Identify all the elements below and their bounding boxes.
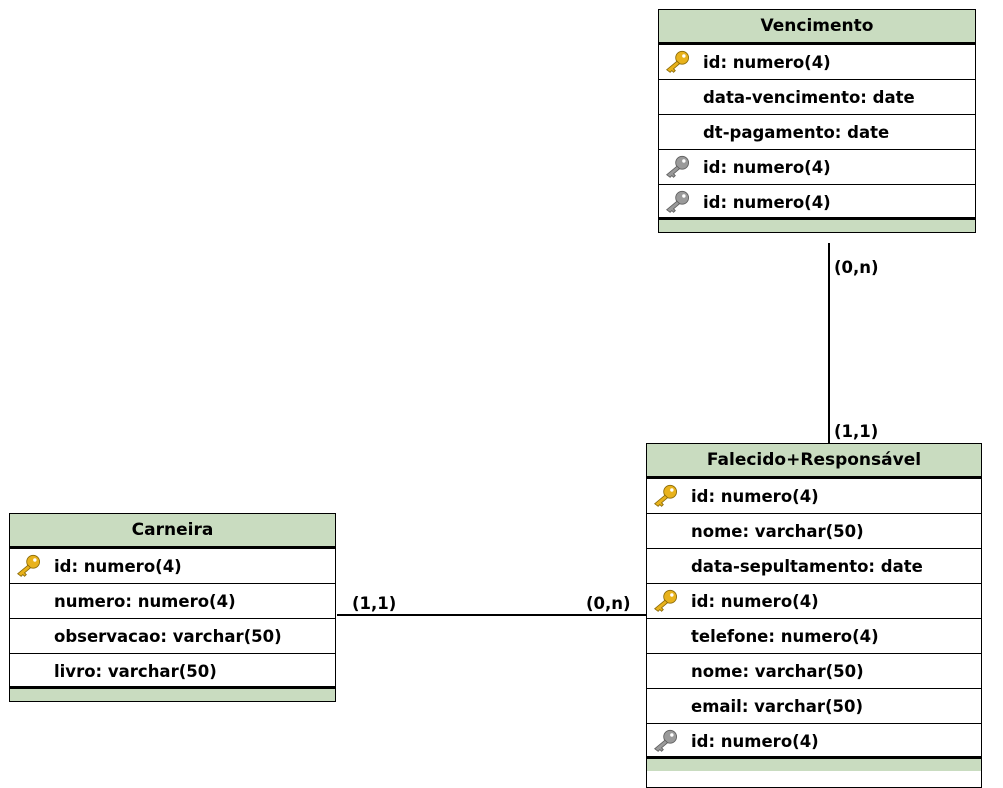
attribute-label: livro: varchar(50): [54, 662, 217, 681]
attribute-label: id: numero(4): [703, 53, 831, 72]
attribute-label: observacao: varchar(50): [54, 627, 282, 646]
attribute-label: nome: varchar(50): [691, 522, 864, 541]
attribute-row[interactable]: data-vencimento: date: [659, 80, 975, 115]
attribute-row[interactable]: id: numero(4): [10, 549, 335, 584]
primary-key-icon: [654, 484, 677, 507]
attribute-row[interactable]: id: numero(4): [647, 584, 981, 619]
attribute-label: id: numero(4): [54, 557, 182, 576]
attribute-row[interactable]: nome: varchar(50): [647, 654, 981, 689]
attribute-label: data-sepultamento: date: [691, 557, 923, 576]
foreign-key-icon: [666, 190, 689, 213]
attribute-label: id: numero(4): [691, 592, 819, 611]
entity-footer: [659, 220, 975, 232]
foreign-key-icon: [666, 155, 689, 178]
rel-line-carneira-falecido: [337, 614, 646, 616]
card-falecido-top: (1,1): [834, 422, 879, 441]
attribute-row[interactable]: telefone: numero(4): [647, 619, 981, 654]
attribute-label: dt-pagamento: date: [703, 123, 890, 142]
attribute-label: data-vencimento: date: [703, 88, 915, 107]
entity-title: Carneira: [10, 514, 335, 549]
entity-falecido-responsavel[interactable]: Falecido+Responsável id: numero(4) nome: …: [646, 443, 982, 788]
entity-title: Vencimento: [659, 10, 975, 45]
attribute-row[interactable]: id: numero(4): [659, 185, 975, 220]
attribute-label: telefone: numero(4): [691, 627, 879, 646]
attribute-label: id: numero(4): [691, 732, 819, 751]
attribute-row[interactable]: id: numero(4): [647, 479, 981, 514]
attribute-row[interactable]: observacao: varchar(50): [10, 619, 335, 654]
rel-line-venc-falecido: [828, 243, 830, 443]
attribute-row[interactable]: email: varchar(50): [647, 689, 981, 724]
card-venc-side: (0,n): [834, 258, 879, 277]
attribute-row[interactable]: id: numero(4): [647, 724, 981, 759]
entity-carneira[interactable]: Carneira id: numero(4) numero: numero(4) o…: [9, 513, 336, 702]
primary-key-icon: [654, 589, 677, 612]
entity-vencimento[interactable]: Vencimento id: numero(4) data-vencimento:…: [658, 9, 976, 233]
entity-title: Falecido+Responsável: [647, 444, 981, 479]
attribute-row[interactable]: nome: varchar(50): [647, 514, 981, 549]
attribute-row[interactable]: livro: varchar(50): [10, 654, 335, 689]
attribute-label: id: numero(4): [703, 193, 831, 212]
attribute-row[interactable]: id: numero(4): [659, 45, 975, 80]
attribute-label: id: numero(4): [703, 158, 831, 177]
card-carneira-side: (1,1): [352, 594, 397, 613]
attribute-label: numero: numero(4): [54, 592, 236, 611]
foreign-key-icon: [654, 729, 677, 752]
attribute-label: id: numero(4): [691, 487, 819, 506]
attribute-row[interactable]: numero: numero(4): [10, 584, 335, 619]
attribute-row[interactable]: id: numero(4): [659, 150, 975, 185]
primary-key-icon: [666, 50, 689, 73]
entity-footer: [647, 759, 981, 771]
card-falecido-left: (0,n): [586, 594, 631, 613]
entity-footer: [10, 689, 335, 701]
primary-key-icon: [17, 554, 40, 577]
attribute-label: email: varchar(50): [691, 697, 864, 716]
attribute-label: nome: varchar(50): [691, 662, 864, 681]
attribute-row[interactable]: data-sepultamento: date: [647, 549, 981, 584]
attribute-row[interactable]: dt-pagamento: date: [659, 115, 975, 150]
